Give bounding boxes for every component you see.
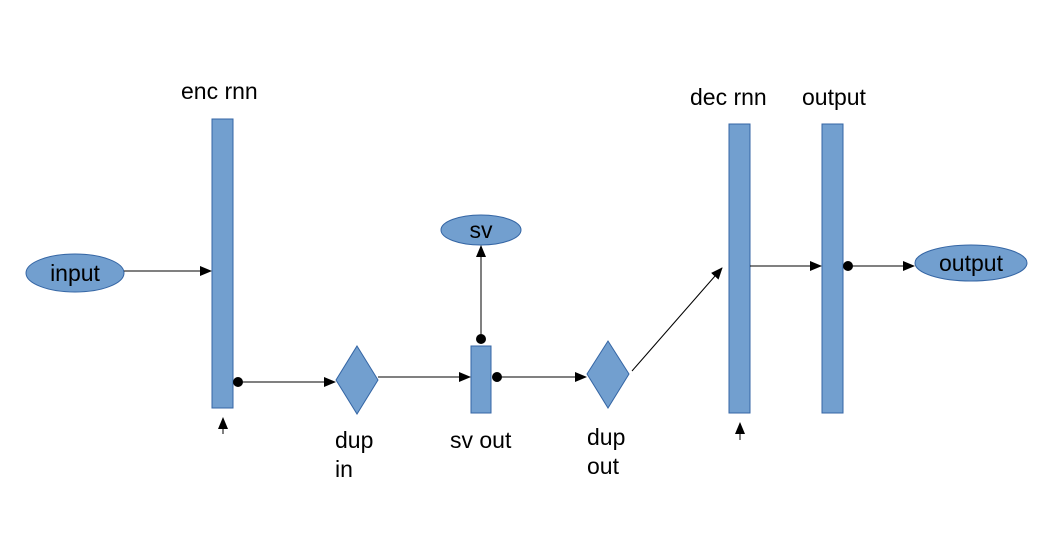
enc-out-dot [233,377,243,387]
sv-out-right-dot [492,372,502,382]
output-layer-dot [843,261,853,271]
sv-node-text: sv [470,217,494,243]
output-node-text: output [939,250,1004,276]
sv-out-label: sv out [450,427,512,453]
output-node [914,244,1028,282]
dup-out-label-line2: out [587,453,619,479]
dup-out-label-line1: dup [587,424,626,450]
sv-out-bar [470,345,492,414]
dup-in-label-line1: dup [335,427,374,453]
output-layer-bar [821,123,844,414]
dup-in-label-line2: in [335,456,353,482]
enc-rnn-bar [211,118,234,409]
input-node [25,253,125,293]
sv-out-top-dot [476,334,486,344]
dec-rnn-bar [728,123,751,414]
output-layer-label: output [802,84,866,110]
dup-out-diamond [586,340,630,409]
input-node-text: input [50,260,100,286]
dec-rnn-label: dec rnn [690,84,767,110]
arrow-dup-out-to-dec [631,267,723,372]
enc-rnn-label: enc rnn [181,78,258,104]
dup-in-diamond [335,345,379,415]
